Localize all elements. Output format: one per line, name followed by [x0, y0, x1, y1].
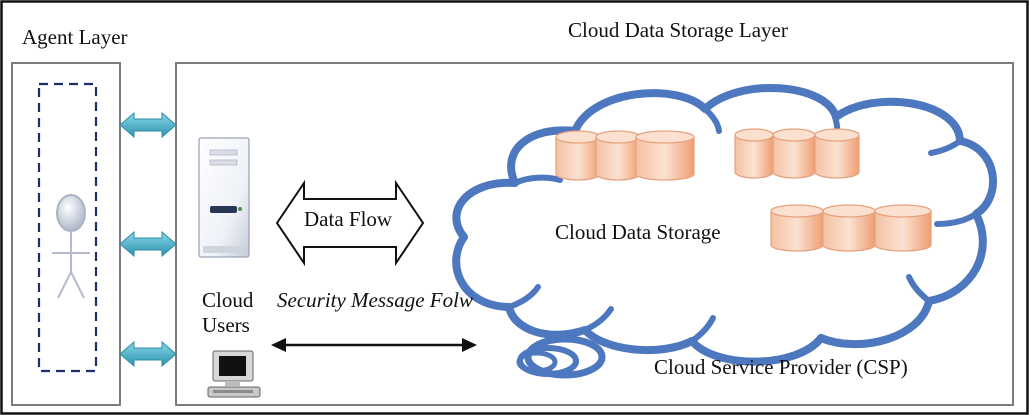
agent-layer-label: Agent Layer: [22, 25, 128, 49]
cloud-users-label-line-2: Users: [202, 313, 250, 337]
server-tower-icon: [198, 137, 250, 258]
database-cylinder-icon: [734, 128, 860, 179]
database-cylinder-icon: [770, 204, 932, 252]
security-message-flow-arrow: [271, 338, 477, 352]
connector-arrow-top: [119, 111, 177, 139]
connector-arrow-middle: [119, 230, 177, 258]
cloud-data-storage-layer-label: Cloud Data Storage Layer: [568, 18, 788, 42]
data-flow-arrow: [275, 179, 425, 267]
agent-figure-icon: [52, 194, 90, 299]
agent-layer-panel: [11, 62, 121, 406]
data-flow-label: Data Flow: [304, 207, 393, 231]
desktop-computer-icon: [207, 350, 261, 398]
agent-dashed-box: [37, 82, 98, 373]
database-cylinder-icon: [555, 130, 695, 181]
security-message-flow-label: Security Message Folw: [277, 288, 473, 312]
cloud-data-storage-label: Cloud Data Storage: [555, 220, 721, 244]
cloud-service-provider-label: Cloud Service Provider (CSP): [654, 355, 908, 379]
connector-arrow-bottom: [119, 340, 177, 368]
cloud-users-label-line-1: Cloud: [202, 288, 254, 312]
